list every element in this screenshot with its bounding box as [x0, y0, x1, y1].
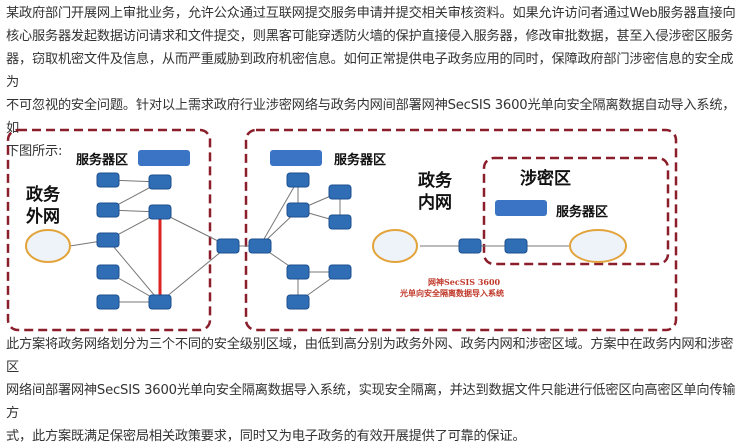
server-rack-icon — [495, 200, 547, 216]
client-group-icon — [25, 229, 71, 263]
intro-line: 器，窃取机密文件及信息，从而严重威胁到政府机密信息。如何正常提供电子政务应用的同… — [6, 52, 734, 90]
device-caption: 网神SecSIS 3600 — [428, 277, 501, 287]
intro-line: 下图所示: — [6, 144, 63, 159]
intro-paragraph: 某政府部门开展网上审批业务，允许公众通过互联网提交服务申请并提交相关审核资料。如… — [6, 2, 746, 163]
conclusion-line: 网络间部署网神SecSIS 3600光单向安全隔离数据导入系统，实现安全隔离，并… — [6, 383, 736, 421]
outer-net-label: 外网 — [26, 206, 60, 227]
device-caption: 光单向安全隔离数据导入系统 — [399, 288, 504, 298]
switch-icon — [96, 232, 120, 248]
switch-icon — [148, 294, 172, 310]
inner-net-zone-border — [244, 128, 678, 332]
server-zone-label: 服务器区 — [76, 152, 128, 168]
switch-icon — [286, 264, 310, 280]
server-rack-icon — [138, 150, 190, 166]
switch-icon — [286, 202, 310, 218]
client-group-icon — [569, 229, 627, 263]
conclusion-line: 此方案将政务网络划分为三个不同的安全级别区域，由低到高分别为政务外网、政务内网和… — [6, 337, 734, 375]
switch-icon — [96, 202, 120, 218]
switch-icon — [148, 174, 172, 190]
switch-icon — [148, 204, 172, 220]
switch-icon — [458, 238, 482, 254]
switch-icon — [328, 184, 352, 200]
network-link — [107, 239, 161, 303]
intro-line: 核心服务器发起数据访问请求和文件提交，则黑客可能穿透防火墙的保护直接侵入服务器，… — [6, 29, 734, 44]
inner-net-label: 内网 — [418, 192, 452, 213]
server-zone-label: 服务器区 — [556, 204, 608, 220]
secret-zone-label: 涉密区 — [520, 168, 571, 189]
outer-net-label: 政务 — [26, 184, 61, 205]
switch-icon — [504, 238, 528, 254]
network-link — [159, 245, 229, 303]
intro-line: 某政府部门开展网上审批业务，允许公众通过互联网提交服务申请并提交相关审核资料。如… — [6, 6, 736, 21]
switch-icon — [328, 264, 352, 280]
switch-icon — [248, 238, 272, 254]
switch-icon — [96, 264, 120, 280]
server-rack-icon — [270, 150, 322, 166]
servers — [138, 150, 547, 216]
switch-icon — [96, 294, 120, 310]
network-link — [259, 179, 299, 247]
conclusion-line: 式，此方案既满足保密局相关政策要求，同时又为电子政务的有效开展提供了可靠的保证。 — [6, 429, 526, 444]
clients — [25, 229, 627, 263]
switch-icon — [96, 172, 120, 188]
switch-icon — [286, 172, 310, 188]
outer-net-zone-border — [6, 128, 212, 332]
inner-net-label: 政务 — [418, 170, 453, 191]
network-diagram: 服务器区 政务 外网 服务器区 政务 内网 涉密区 服务器区 网神SecSIS … — [6, 128, 678, 332]
network-link — [159, 211, 229, 247]
conclusion-paragraph: 此方案将政务网络划分为三个不同的安全级别区域，由低到高分别为政务外网、政务内网和… — [6, 333, 746, 448]
server-zone-label: 服务器区 — [334, 152, 386, 168]
intro-line: 不可忽视的安全问题。针对以上需求政府行业涉密网络与政务内网间部署网神SecSIS… — [6, 98, 736, 136]
switch-icon — [286, 294, 310, 310]
switch-icon — [216, 238, 240, 254]
switch-icon — [328, 214, 352, 230]
client-group-icon — [372, 229, 418, 263]
